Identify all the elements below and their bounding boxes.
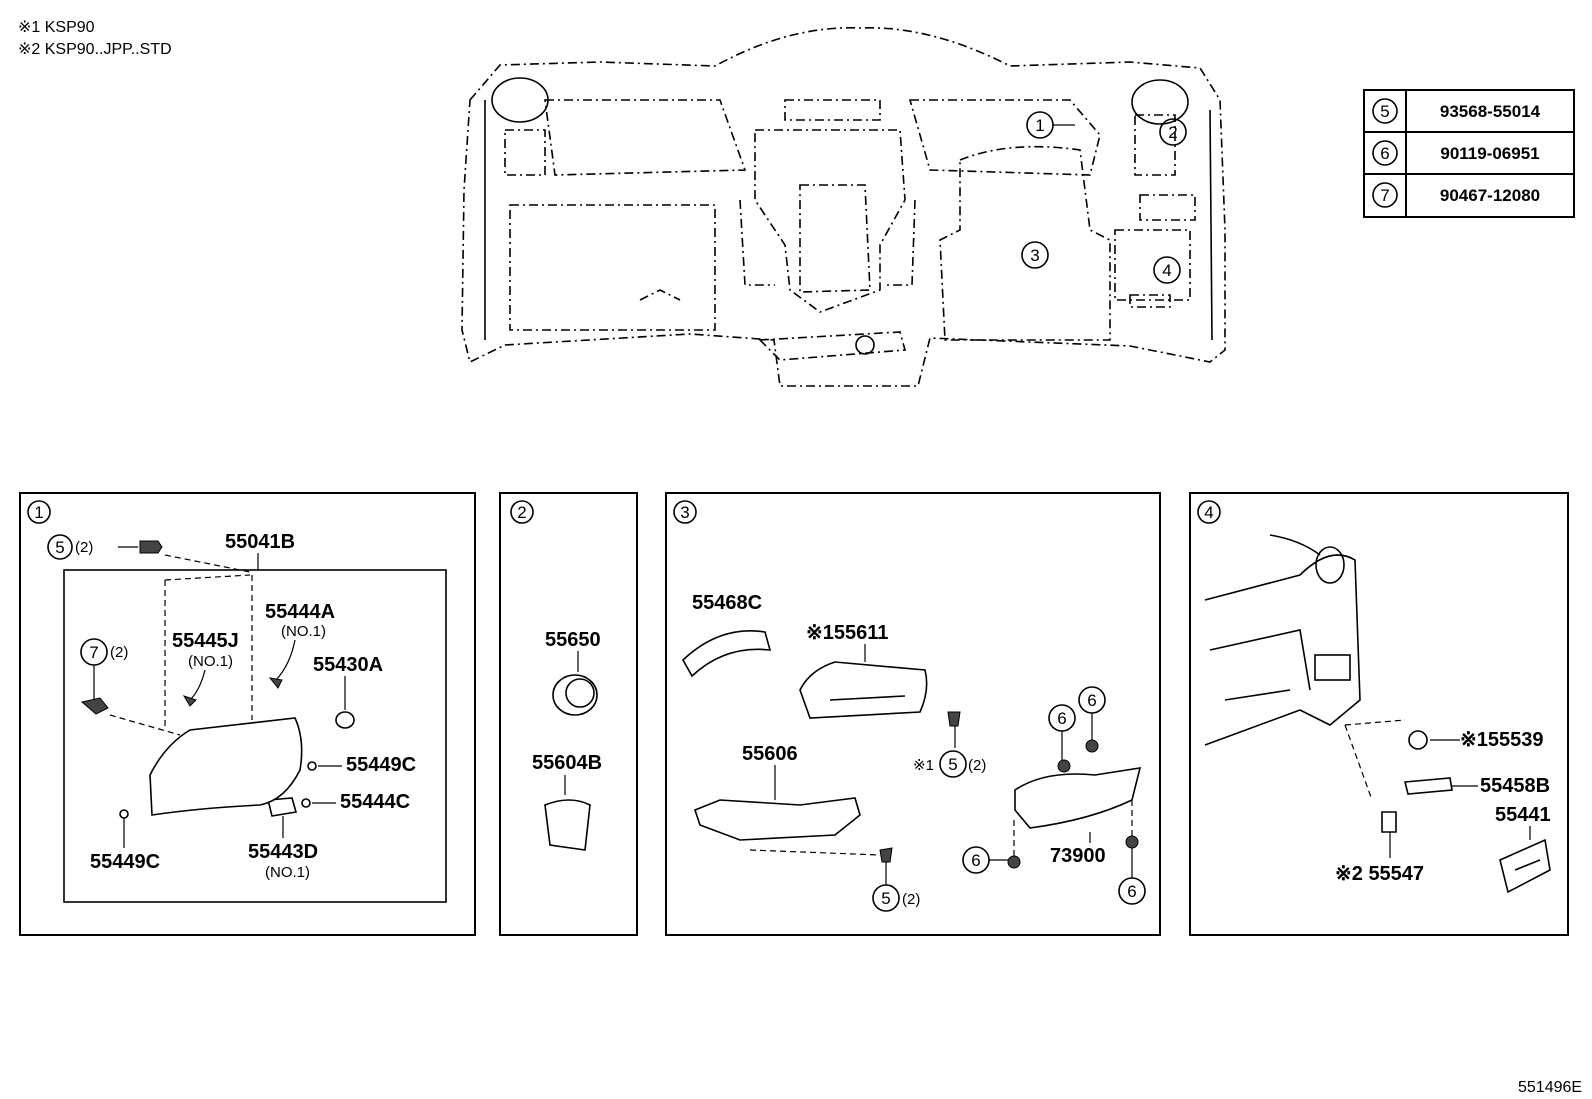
overview-callout-4: 4 <box>1153 256 1181 284</box>
fastener-legend-table: 5 93568-55014 6 90119-06951 7 90467-1208… <box>1363 89 1575 218</box>
qty-5a: (2) <box>968 757 986 774</box>
figure-code: 551496E <box>1518 1079 1582 1096</box>
svg-text:5: 5 <box>1380 102 1389 121</box>
overview-callout-3: 3 <box>1021 241 1049 269</box>
note-ksp90-jpp-std: ※2 KSP90..JPP..STD <box>18 41 172 58</box>
qty-5b: (2) <box>902 891 920 908</box>
svg-text:5: 5 <box>55 538 64 557</box>
overview-callout-1: 1 <box>1026 111 1075 139</box>
dashboard-overview <box>461 26 1226 387</box>
svg-text:4: 4 <box>1162 261 1171 280</box>
svg-text:93568-55014: 93568-55014 <box>1440 102 1541 121</box>
svg-text:7: 7 <box>1380 186 1389 205</box>
svg-text:1: 1 <box>34 503 43 522</box>
svg-text:6: 6 <box>1380 144 1389 163</box>
svg-text:5: 5 <box>948 755 957 774</box>
label-55604B: 55604B <box>532 752 602 774</box>
label-55650: 55650 <box>545 629 601 651</box>
svg-text:90119-06951: 90119-06951 <box>1440 144 1539 163</box>
label-55539: ※155539 <box>1460 729 1544 751</box>
svg-text:6: 6 <box>971 851 980 870</box>
svg-text:4: 4 <box>1204 503 1213 522</box>
svg-text:1: 1 <box>1035 116 1044 135</box>
label-55444C: 55444C <box>340 791 410 813</box>
svg-text:2: 2 <box>517 503 526 522</box>
detail-panel-4: 4 ※155539 55458B 55441 ※2 55547 <box>1189 492 1569 936</box>
legend-row-6: 6 90119-06951 <box>1372 140 1540 166</box>
svg-text:6: 6 <box>1087 691 1096 710</box>
svg-text:90467-12080: 90467-12080 <box>1440 186 1540 205</box>
svg-text:3: 3 <box>1030 246 1039 265</box>
overview-callout-2: 2 <box>1159 118 1187 146</box>
label-73900: 73900 <box>1050 845 1106 867</box>
svg-text:5: 5 <box>881 889 890 908</box>
label-55468C: 55468C <box>692 592 762 614</box>
legend-row-5: 5 93568-55014 <box>1372 98 1541 124</box>
sub-55444A: (NO.1) <box>281 623 326 640</box>
detail-panel-3: 3 55468C ※155611 ※1 5 (2) 55606 5 (2) 6 … <box>665 492 1161 936</box>
label-55458B: 55458B <box>1480 775 1550 797</box>
sub-55443D: (NO.1) <box>265 864 310 881</box>
label-55611: ※155611 <box>806 622 888 644</box>
label-55445J: 55445J <box>172 630 239 652</box>
svg-text:6: 6 <box>1057 709 1066 728</box>
label-55443D: 55443D <box>248 841 318 863</box>
svg-text:6: 6 <box>1127 882 1136 901</box>
legend-row-7: 7 90467-12080 <box>1372 182 1540 208</box>
label-55606: 55606 <box>742 743 798 765</box>
label-55041B: 55041B <box>225 531 295 553</box>
note-ksp90: ※1 KSP90 <box>18 19 95 36</box>
detail-panel-2: 2 55650 55604B <box>499 492 638 936</box>
label-55444A: 55444A <box>265 601 335 623</box>
label-55449C-right: 55449C <box>346 754 416 776</box>
svg-text:3: 3 <box>680 503 689 522</box>
qty-5: (2) <box>75 539 93 556</box>
label-55441: 55441 <box>1495 804 1551 826</box>
mark-5a: ※1 <box>913 757 934 774</box>
qty-7: (2) <box>110 644 128 661</box>
label-55547: ※2 55547 <box>1335 863 1424 885</box>
label-55449C-left: 55449C <box>90 851 160 873</box>
label-55430A: 55430A <box>313 654 383 676</box>
sub-55445J: (NO.1) <box>188 653 233 670</box>
detail-panel-1: 1 55041B 5 (2) 7 (2) 55445J (NO.1) 55444… <box>19 492 476 936</box>
svg-text:7: 7 <box>89 643 98 662</box>
svg-text:2: 2 <box>1168 123 1177 142</box>
